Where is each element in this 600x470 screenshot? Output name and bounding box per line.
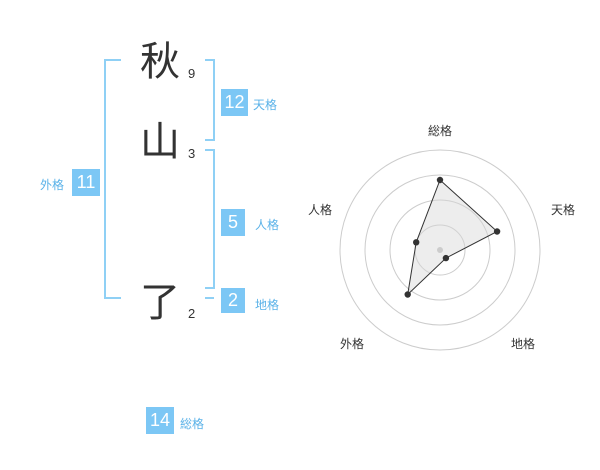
soukaku-label: 総格 [180,417,205,431]
radar-ring-3 [364,174,516,326]
radar-center-dot [437,247,443,253]
jinkaku-bracket [205,149,215,289]
radar-point-4 [404,291,411,298]
tenkaku-bracket [205,59,215,141]
radar-label-soukaku: 総格 [428,124,453,138]
jinkaku-label: 人格 [255,218,280,232]
radar-polygon [406,179,498,296]
radar-label-jinkaku: 人格 [308,203,333,217]
soukaku-badge: 14 [146,407,174,434]
radar-label-tenkaku: 天格 [551,203,576,217]
radar-label-chikaku: 地格 [511,337,536,351]
gaikaku-bracket [104,59,121,299]
stroke-count-1: 9 [188,66,196,81]
radar-ring-4 [339,149,541,351]
radar-label-gaikaku: 外格 [340,337,365,351]
tenkaku-label: 天格 [253,98,278,112]
gaikaku-label: 外格 [40,178,65,192]
kanji-1: 秋 [140,39,180,85]
chikaku-badge: 2 [221,288,245,313]
stroke-count-3: 2 [188,306,196,321]
kanji-2: 山 [140,119,180,165]
tenkaku-badge: 12 [221,89,248,116]
radar-point-3 [442,254,450,262]
chikaku-label: 地格 [255,298,280,312]
radar-point-2 [493,228,501,235]
stroke-count-2: 3 [188,146,196,161]
radar-ring-2 [389,199,491,301]
gaikaku-badge: 11 [72,169,100,196]
jinkaku-badge: 5 [221,209,245,236]
radar-point-5 [413,239,420,246]
radar-point-1 [436,176,444,184]
kanji-3: 了 [140,280,180,326]
